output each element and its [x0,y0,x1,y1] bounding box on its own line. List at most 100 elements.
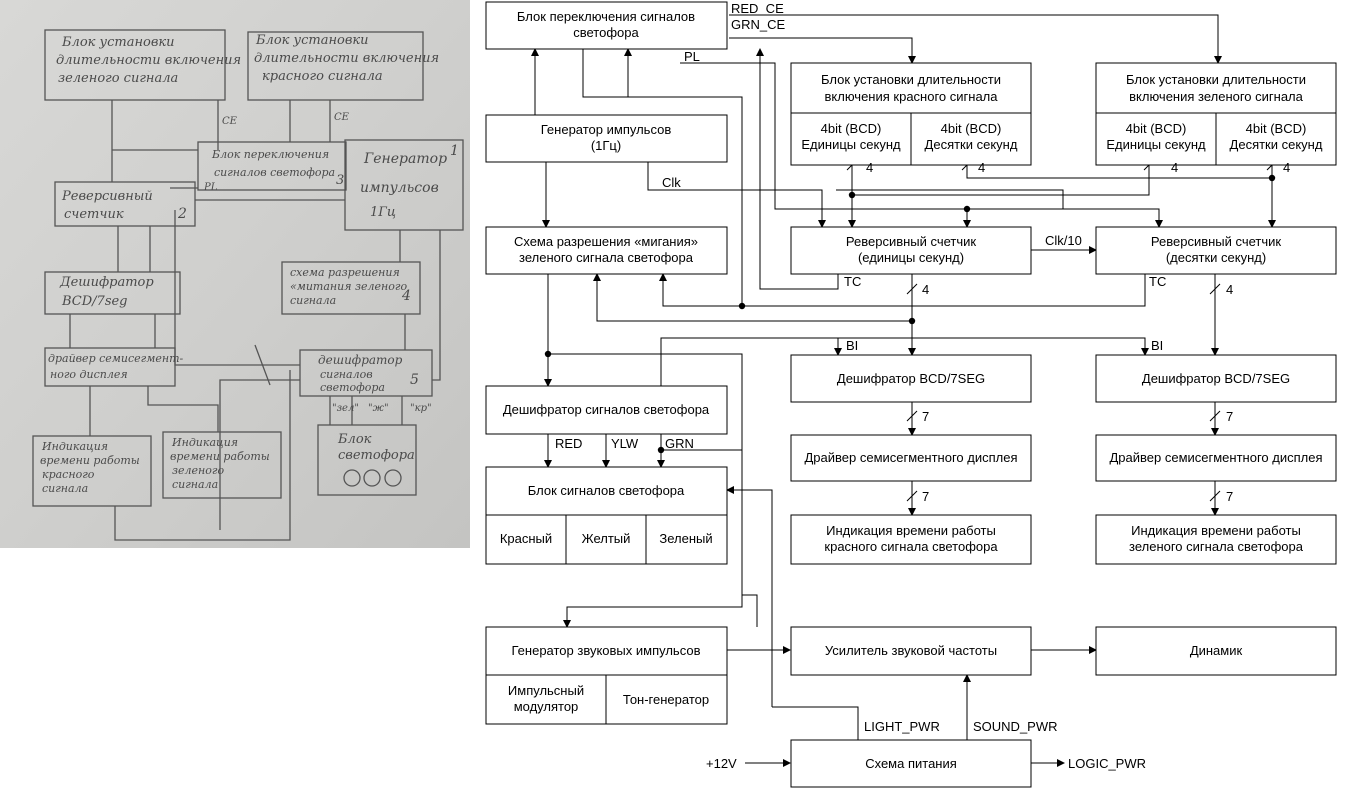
green-dur-bcd-tens-line2: Десятки секунд [1230,137,1323,152]
green-dur-label-line2: включения зеленого сигнала [1129,89,1304,104]
bus-width-red-tens: 4 [978,160,985,175]
green-dur-label-line1: Блок установки длительности [1126,72,1306,87]
red-ind-frame [790,514,1032,565]
sketch-blink-line2: «митания зеленого [290,280,407,293]
sketch-red-dur-line1: Блок установки [255,33,369,48]
bus-width-decoder-units: 7 [922,409,929,424]
signal-ylw: YLW [611,436,639,451]
blink-label-line2: зеленого сигнала светофора [519,250,694,265]
signal-clk10: Clk/10 [1045,233,1082,248]
signal-tc-tens: TC [1149,274,1166,289]
signal-grn: GRN [665,436,694,451]
sketch-green-dur-line3: зеленого сигнала [58,71,178,86]
bus-width-counter-units: 4 [922,282,929,297]
amplifier-frame [790,626,1032,676]
sketch-label-zel: "зел" [332,403,359,414]
blink-label-line1: Схема разрешения «мигания» [514,234,698,249]
light-decoder-frame [485,385,728,435]
sketch-lights-line2: светофора [338,448,415,463]
bus-width-green-units: 4 [1171,160,1178,175]
generator-frame [485,114,728,163]
hand-drawn-sketch: Блок установки длительности включения зе… [0,0,470,548]
signal-sound-pwr: SOUND_PWR [973,719,1058,734]
power-label: Схема питания [865,756,957,771]
bus-width-red-units: 4 [866,160,873,175]
modulator-label-line1: Импульсный [508,683,584,698]
signal-pl: PL [684,49,700,64]
bus-width-driver-units: 7 [922,489,929,504]
counter-units-label-line1: Реверсивный счетчик [846,234,977,249]
driver-units-label: Драйвер семисегментного дисплея [804,450,1017,465]
sketch-red-dur-line3: красного сигнала [262,69,383,84]
decoder-units-label: Дешифратор BCD/7SEG [837,371,985,386]
signal-clk: Clk [662,175,681,190]
decoder-tens-frame [1095,354,1337,403]
green-ind-label-line2: зеленого сигнала светофора [1129,539,1304,554]
red-dur-bcd-tens-line1: 4bit (BCD) [941,121,1002,136]
sketch-red-ind-line3: красного [42,468,95,481]
driver-tens-frame [1095,434,1337,482]
switch-label-line2: светофора [573,25,639,40]
speaker-frame [1095,626,1337,676]
sketch-paper [0,0,470,548]
sketch-label-ce2: CE [334,112,350,123]
signal-red-ce: RED_CE [731,1,784,16]
block-frames [485,1,1337,788]
decoder-tens-label: Дешифратор BCD/7SEG [1142,371,1290,386]
counter-tens-label-line2: (десятки секунд) [1166,250,1266,265]
speaker-label: Динамик [1190,643,1243,658]
junction-dots [544,174,1276,454]
sketch-decoder-line2: BCD/7seg [61,294,128,309]
driver-units-frame [790,434,1032,482]
sketch-red-dur-line2: длительности включения [254,51,439,66]
green-ind-frame [1095,514,1337,565]
sketch-green-ind-line4: сигнала [172,478,218,491]
sketch-decoder-line1: Дешифратор [59,275,154,290]
sketch-texts: Блок установки длительности включения зе… [40,33,459,495]
sketch-green-dur-line1: Блок установки [61,35,175,50]
sketch-num-1: 1 [450,143,459,159]
green-dur-bcd-units-line2: Единицы секунд [1106,137,1206,152]
switch-label-line1: Блок переключения сигналов [517,9,695,24]
light-decoder-label: Дешифратор сигналов светофора [503,402,710,417]
sketch-label-pl: PL [203,182,218,193]
lights-yellow-label: Желтый [582,531,631,546]
sketch-red-ind-line1: Индикация [41,440,108,453]
block-labels: Блок переключения сигналов светофора Ген… [500,9,1323,771]
red-dur-label-line2: включения красного сигнала [825,89,999,104]
sketch-lines [32,29,464,541]
sketch-num-2: 2 [177,206,187,222]
signal-12v: +12V [706,756,737,771]
signal-labels: RED_CE GRN_CE PL Clk Clk/10 TC TC BI BI … [555,1,1290,771]
green-dur-bcd-tens-line1: 4bit (BCD) [1246,121,1307,136]
counter-tens-frame [1095,226,1337,275]
green-dur-bcd-units-line1: 4bit (BCD) [1126,121,1187,136]
sketch-counter-line1: Реверсивный [61,189,153,204]
modulator-label-line2: модулятор [514,699,579,714]
signal-logic-pwr: LOGIC_PWR [1068,756,1146,771]
generator-label-line2: (1Гц) [591,138,621,153]
red-ind-label-line2: красного сигнала светофора [824,539,998,554]
signal-grn-ce: GRN_CE [731,17,786,32]
bus-width-green-tens: 4 [1283,160,1290,175]
sketch-green-ind-line1: Индикация [171,436,238,449]
sketch-blink-line1: схема разрешения [290,266,400,279]
switch-frame [485,1,728,50]
signal-tc-units: TC [844,274,861,289]
signal-bi-tens: BI [1151,338,1163,353]
sketch-label-ce1: CE [222,116,238,127]
lights-green-label: Зеленый [659,531,712,546]
sketch-generator-line2: импульсов [360,180,439,196]
counter-units-frame [790,226,1032,275]
red-dur-label-line1: Блок установки длительности [821,72,1001,87]
counter-tens-label-line1: Реверсивный счетчик [1151,234,1282,249]
generator-label-line1: Генератор импульсов [541,122,672,137]
green-ind-label-line1: Индикация времени работы [1131,523,1301,538]
sketch-num-5: 5 [410,372,419,388]
red-dur-bcd-units-line2: Единицы секунд [801,137,901,152]
sketch-green-ind-line2: времени работы [170,450,270,463]
signal-light-pwr: LIGHT_PWR [864,719,940,734]
tone-label: Тон-генератор [623,692,709,707]
sketch-generator-line3: 1Гц [370,205,396,220]
red-ind-label-line1: Индикация времени работы [826,523,996,538]
